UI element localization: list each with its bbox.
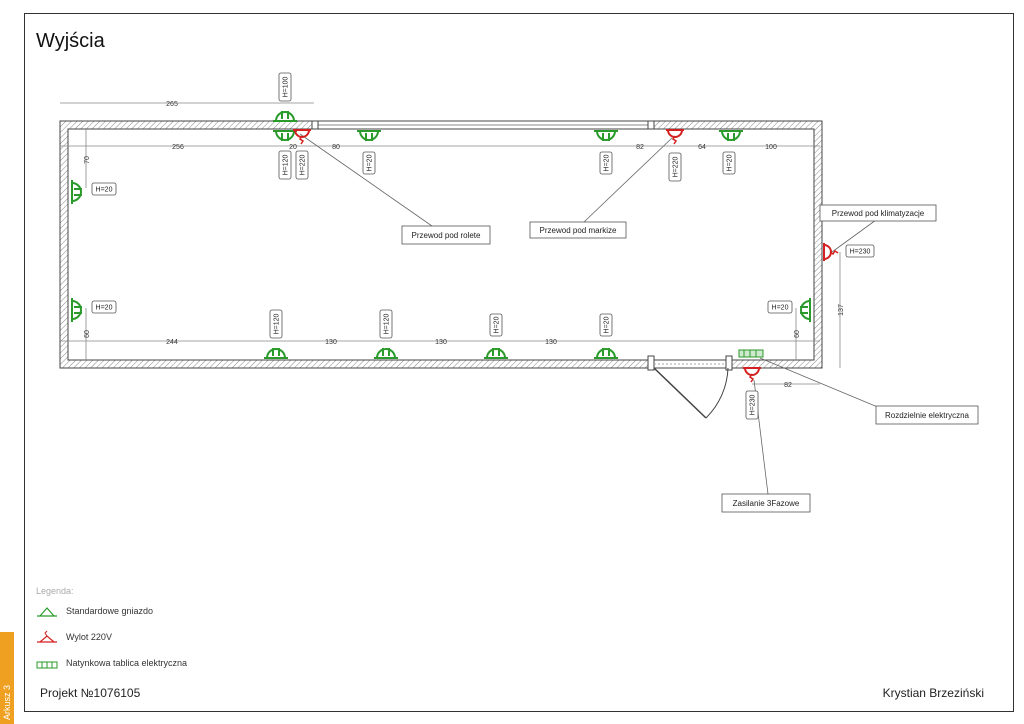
legend-label: Standardowe gniazdo — [66, 606, 154, 616]
callout-klimatyzacje: Przewod pod klimatyzacje — [832, 209, 925, 218]
dim-256: 256 — [172, 144, 184, 151]
socket-icon — [263, 347, 289, 359]
height-tags: H=100 H=120 H=220 H=20 H=20 H=220 H=20 — [91, 72, 875, 420]
legend-item-outlet: Wylot 220V — [36, 630, 112, 644]
outlet-220v-icon — [37, 630, 57, 643]
dim-20: 20 — [289, 144, 297, 151]
dim-82-top: 82 — [636, 144, 644, 151]
author-name: Krystian Brzeziński — [882, 686, 984, 700]
callout-rozdzielnie: Rozdzielnie elektryczna — [885, 411, 970, 420]
socket-icon — [272, 110, 298, 122]
socket-icon — [356, 130, 382, 142]
walls — [59, 120, 823, 419]
callout-rolete: Przewod pod rolete — [412, 231, 481, 240]
callouts: Przewod pod rolete Przewod pod markize P… — [401, 204, 979, 513]
height-tag: H=20 — [727, 154, 734, 171]
dim-64: 64 — [698, 144, 706, 151]
callout-markize: Przewod pod markize — [540, 226, 617, 235]
project-number: Projekt №1076105 — [40, 686, 141, 700]
height-tag: H=230 — [850, 249, 871, 256]
socket-icon — [483, 347, 509, 359]
sheet-tab[interactable]: Arkusz 3 — [0, 632, 14, 724]
outlet-220v-icon — [292, 129, 312, 145]
legend-item-panel: Natynkowa tablica elektryczna — [36, 656, 187, 670]
height-tag: H=220 — [673, 156, 680, 177]
outlet-220v-icon — [823, 242, 839, 262]
socket-icon — [272, 130, 298, 142]
height-tag: H=120 — [274, 313, 281, 334]
dim-60-right: 60 — [794, 330, 801, 338]
legend-label: Wylot 220V — [66, 632, 112, 642]
door-opening — [647, 359, 731, 369]
height-tag: H=120 — [384, 313, 391, 334]
height-tag: H=20 — [367, 154, 374, 171]
socket-icon — [71, 179, 83, 205]
height-tag: H=20 — [604, 316, 611, 333]
socket-icon — [37, 607, 57, 617]
sheet-frame — [24, 13, 1014, 712]
page-title: Wyjścia — [36, 30, 105, 52]
dim-100: 100 — [765, 144, 777, 151]
outlet-220v-icon — [742, 367, 762, 383]
panel-icon — [36, 661, 58, 669]
height-tag: H=230 — [750, 394, 757, 415]
panel-icon — [738, 349, 764, 358]
dim-130-b: 130 — [435, 339, 447, 346]
dim-60-left: 60 — [84, 330, 91, 338]
height-tag: H=20 — [494, 316, 501, 333]
socket-icon — [71, 297, 83, 323]
door-swing — [705, 367, 729, 419]
height-tag: H=120 — [283, 154, 290, 175]
socket-icon — [593, 347, 619, 359]
dim-130-c: 130 — [545, 339, 557, 346]
socket-icon — [718, 130, 744, 142]
dim-80: 80 — [332, 144, 340, 151]
height-tag: H=100 — [283, 76, 290, 97]
door-leaf — [653, 367, 707, 419]
legend-heading: Legenda: — [36, 586, 74, 596]
height-tag: H=20 — [96, 187, 113, 194]
dimension-lines — [60, 102, 841, 385]
dim-130-a: 130 — [325, 339, 337, 346]
legend-item-socket: Standardowe gniazdo — [36, 604, 153, 618]
height-tag: H=20 — [772, 305, 789, 312]
socket-icon — [799, 297, 811, 323]
socket-icon — [593, 130, 619, 142]
dim-137: 137 — [838, 304, 845, 316]
height-tag: H=220 — [300, 154, 307, 175]
legend-label: Natynkowa tablica elektryczna — [66, 658, 188, 668]
dim-70: 70 — [84, 156, 91, 164]
dim-244: 244 — [166, 339, 178, 346]
electrical-panel — [738, 349, 764, 358]
height-tag: H=20 — [96, 305, 113, 312]
callout-zasilanie: Zasilanie 3Fazowe — [733, 499, 800, 508]
sheet-tab-label: Arkusz 3 — [2, 684, 12, 720]
dim-265: 265 — [166, 101, 178, 108]
dimension-labels: 265 256 20 80 82 64 100 244 130 130 130 … — [84, 101, 845, 389]
height-tag: H=20 — [604, 154, 611, 171]
outlet-220v-icon — [665, 129, 685, 145]
dim-82-bottom: 82 — [784, 382, 792, 389]
socket-icon — [373, 347, 399, 359]
